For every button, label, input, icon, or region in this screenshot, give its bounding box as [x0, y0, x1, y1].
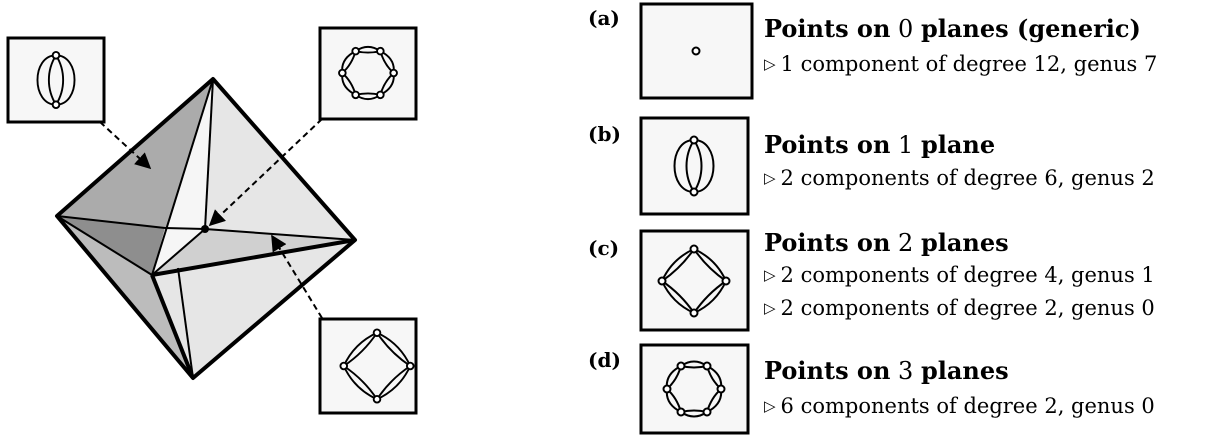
callout-box-two-planes	[318, 317, 418, 415]
face-center-band	[152, 229, 355, 275]
edge	[204, 78, 214, 230]
edge	[177, 267, 194, 379]
panel-c-bullet-2-text: 2 components of degree 2, genus 0	[780, 296, 1155, 320]
panel-c-bullet-1: ▷2 components of degree 4, genus 1	[764, 263, 1155, 287]
callout-arrow-bottom-right	[271, 234, 323, 319]
panel-a-figure	[639, 2, 754, 100]
bullet-triangle-icon: ▷	[764, 55, 776, 73]
panel-c-heading-suffix: planes	[920, 228, 1009, 257]
panel-c-heading-prefix: Points on	[764, 228, 891, 257]
callout-arrow-top-right	[208, 118, 323, 227]
panel-c-heading: Points on 2 planes	[764, 228, 1009, 257]
panel-a-label: (a)	[588, 6, 620, 30]
panel-b-heading-prefix: Points on	[764, 130, 891, 159]
edge	[56, 215, 166, 229]
bullet-triangle-icon: ▷	[764, 169, 776, 187]
panel-c-bullet-2: ▷2 components of degree 2, genus 0	[764, 296, 1155, 320]
callout-box-three-planes	[318, 26, 418, 121]
callout-box-one-plane	[6, 36, 106, 124]
panel-b-heading-suffix: plane	[920, 130, 996, 159]
panel-c-figure	[639, 229, 750, 332]
panel-b-figure	[639, 116, 750, 216]
panel-b-bullet-1-text: 2 components of degree 6, genus 2	[780, 166, 1155, 190]
bullet-triangle-icon: ▷	[764, 266, 776, 284]
center-point	[201, 225, 209, 233]
panel-d-label: (d)	[588, 348, 621, 372]
edge	[151, 78, 214, 276]
panel-d-bullet-1: ▷6 components of degree 2, genus 0	[764, 394, 1155, 418]
face-left-lower	[57, 216, 165, 275]
panel-d-heading-suffix: planes	[920, 356, 1009, 385]
panel-a-bullet-1-text: 1 component of degree 12, genus 7	[780, 52, 1158, 76]
octahedron	[55, 77, 357, 380]
bullet-triangle-icon: ▷	[764, 299, 776, 317]
panel-d-bullet-1-text: 6 components of degree 2, genus 0	[780, 394, 1155, 418]
panel-c-bullet-1-text: 2 components of degree 4, genus 1	[780, 263, 1155, 287]
bullet-triangle-icon: ▷	[764, 397, 776, 415]
panel-a-count: 0	[898, 15, 914, 43]
panel-b-bullet-1: ▷2 components of degree 6, genus 2	[764, 166, 1155, 190]
panel-d-count: 3	[898, 357, 914, 385]
panel-d-figure	[639, 343, 750, 435]
callout-arrow-left	[99, 121, 152, 170]
panel-b-heading: Points on 1 plane	[764, 130, 995, 159]
panel-a-heading-suffix: planes (generic)	[920, 14, 1141, 43]
panel-c-label: (c)	[588, 236, 620, 260]
edge-bold	[151, 238, 356, 277]
panel-b-label: (b)	[588, 122, 621, 146]
face-bottom-right	[152, 240, 355, 378]
panel-d-heading-prefix: Points on	[764, 356, 891, 385]
edge	[164, 227, 206, 230]
panel-d-heading: Points on 3 planes	[764, 356, 1009, 385]
panel-b-count: 1	[898, 131, 914, 159]
edge	[204, 228, 356, 241]
panel-a-heading: Points on 0 planes (generic)	[764, 14, 1141, 43]
panel-a-bullet-1: ▷1 component of degree 12, genus 7	[764, 52, 1157, 76]
panel-a-heading-prefix: Points on	[764, 14, 891, 43]
edge-bold	[150, 274, 195, 379]
edge	[56, 215, 153, 276]
edge	[151, 228, 206, 276]
panel-c-count: 2	[898, 229, 914, 257]
